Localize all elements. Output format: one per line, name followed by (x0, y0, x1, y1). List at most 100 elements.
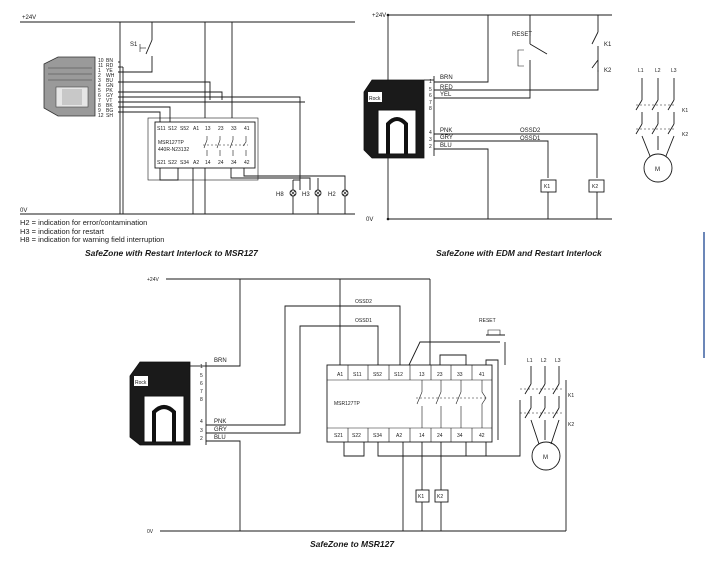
svg-text:Rock: Rock (369, 96, 381, 102)
d3-relay-msr127tp: A1 S11 S52 S12 13 23 33 41 S21 S22 S34 A… (326, 364, 493, 443)
svg-text:H2 = indication for error/cont: H2 = indication for error/contamination (20, 218, 147, 227)
d2-scanner-device: Rock (363, 79, 425, 159)
svg-text:A1: A1 (193, 126, 199, 132)
d3-supply-24v: +24V (147, 277, 159, 283)
svg-text:1: 1 (429, 79, 432, 85)
svg-text:34: 34 (457, 433, 463, 439)
d3-ossd1: OSSD1 (355, 318, 372, 324)
svg-text:K2: K2 (682, 132, 688, 138)
svg-text:K2: K2 (568, 422, 574, 428)
svg-text:33: 33 (231, 126, 237, 132)
d2-wire-brn: BRN (440, 75, 453, 81)
svg-text:K2: K2 (592, 184, 598, 190)
svg-text:14: 14 (419, 433, 425, 439)
svg-text:S21: S21 (334, 433, 343, 439)
d1-caption: SafeZone with Restart Interlock to MSR12… (85, 248, 259, 258)
d2-ossd1: OSSD1 (520, 136, 541, 142)
svg-text:1: 1 (200, 364, 203, 370)
svg-text:3: 3 (200, 428, 203, 434)
svg-text:4: 4 (98, 83, 101, 89)
d2-k2-contact: K2 (604, 68, 612, 74)
svg-text:A2: A2 (396, 433, 402, 439)
d2-motor-icon (643, 153, 673, 183)
d2-wire-blu: BLU (440, 143, 452, 149)
d3-motor-icon (531, 441, 561, 471)
d1-scanner-device (43, 56, 96, 117)
svg-text:L1: L1 (527, 358, 533, 364)
svg-text:WH: WH (106, 73, 115, 79)
svg-text:S11: S11 (157, 126, 166, 132)
d1-legend: H2 = indication for error/contamination … (20, 218, 164, 244)
svg-text:33: 33 (457, 372, 463, 378)
svg-text:GN: GN (106, 83, 114, 89)
d1-lamps: H8 H3 H2 (276, 178, 349, 214)
d3-wire-brn: BRN (214, 358, 227, 364)
svg-text:34: 34 (231, 160, 237, 166)
svg-text:S21: S21 (157, 160, 166, 166)
svg-text:L3: L3 (555, 358, 561, 364)
svg-text:7: 7 (429, 100, 432, 106)
svg-text:11: 11 (98, 63, 103, 69)
svg-text:24: 24 (437, 433, 443, 439)
svg-text:1: 1 (98, 68, 101, 74)
svg-text:14: 14 (205, 160, 211, 166)
svg-text:BK: BK (106, 103, 113, 109)
svg-text:4: 4 (200, 419, 203, 425)
lamp-h8-label: H8 (276, 192, 284, 198)
d2-wire-red: RED (440, 85, 453, 91)
svg-text:23: 23 (218, 126, 224, 132)
d1-switch-s1: S1 (130, 42, 138, 48)
diagram-safezone-msr127: +24V 0V Rock 1 5 6 7 8 4 3 2 BRN PNK GRY… (129, 277, 574, 549)
diagram-edm-restart-interlock: +24V 0V Rock 1 5 6 7 8 4 3 2 BRN RED (363, 13, 688, 258)
svg-text:7: 7 (200, 389, 203, 395)
svg-text:2: 2 (429, 144, 432, 150)
svg-text:K1: K1 (682, 108, 688, 114)
d3-ossd2: OSSD2 (355, 299, 372, 305)
svg-text:S12: S12 (168, 126, 177, 132)
svg-text:K1: K1 (418, 494, 424, 500)
svg-text:L3: L3 (671, 68, 677, 74)
d3-wire-blu: BLU (214, 435, 226, 441)
svg-text:3: 3 (429, 137, 432, 143)
d2-caption: SafeZone with EDM and Restart Interlock (436, 248, 603, 258)
svg-text:S22: S22 (168, 160, 177, 166)
svg-text:23: 23 (437, 372, 443, 378)
d3-wire-pnk: PNK (214, 419, 226, 425)
svg-text:K1: K1 (544, 184, 550, 190)
d3-pin-numbers: 1 5 6 7 8 4 3 2 (200, 364, 203, 442)
svg-text:42: 42 (479, 433, 485, 439)
svg-text:M: M (655, 167, 660, 173)
svg-text:8: 8 (429, 106, 432, 112)
svg-text:13: 13 (205, 126, 211, 132)
svg-text:BG: BG (106, 108, 113, 114)
svg-text:S34: S34 (180, 160, 189, 166)
d3-coil-k2 (434, 489, 449, 503)
svg-text:10: 10 (98, 58, 104, 64)
d1-supply-24v: +24V (22, 15, 36, 21)
d3-motor-circuit: L1 L2 L3 K1 K2 M (520, 358, 574, 531)
d2-coil-k2 (588, 179, 605, 193)
svg-text:A1: A1 (337, 372, 343, 378)
svg-text:VT: VT (106, 98, 112, 104)
svg-text:SH: SH (106, 113, 113, 119)
svg-text:MSR127TP: MSR127TP (158, 140, 185, 146)
svg-text:S12: S12 (394, 372, 403, 378)
svg-text:S11: S11 (353, 372, 362, 378)
svg-text:MSR127TP: MSR127TP (334, 401, 361, 407)
d2-wire-pnk: PNK (440, 128, 452, 134)
svg-text:M: M (543, 455, 548, 461)
d3-coil-k1 (415, 489, 430, 503)
svg-text:24: 24 (218, 160, 224, 166)
svg-text:41: 41 (244, 126, 250, 132)
lamp-h3-label: H3 (302, 192, 310, 198)
svg-text:12: 12 (98, 113, 104, 119)
svg-text:L2: L2 (541, 358, 547, 364)
svg-text:H3 = indication for restart: H3 = indication for restart (20, 227, 105, 236)
svg-text:3: 3 (98, 78, 101, 84)
svg-text:8: 8 (200, 397, 203, 403)
svg-text:42: 42 (244, 160, 250, 166)
d2-wire-yel: YEL (440, 92, 452, 98)
svg-text:L1: L1 (638, 68, 644, 74)
svg-text:440R-N23132: 440R-N23132 (158, 147, 189, 153)
